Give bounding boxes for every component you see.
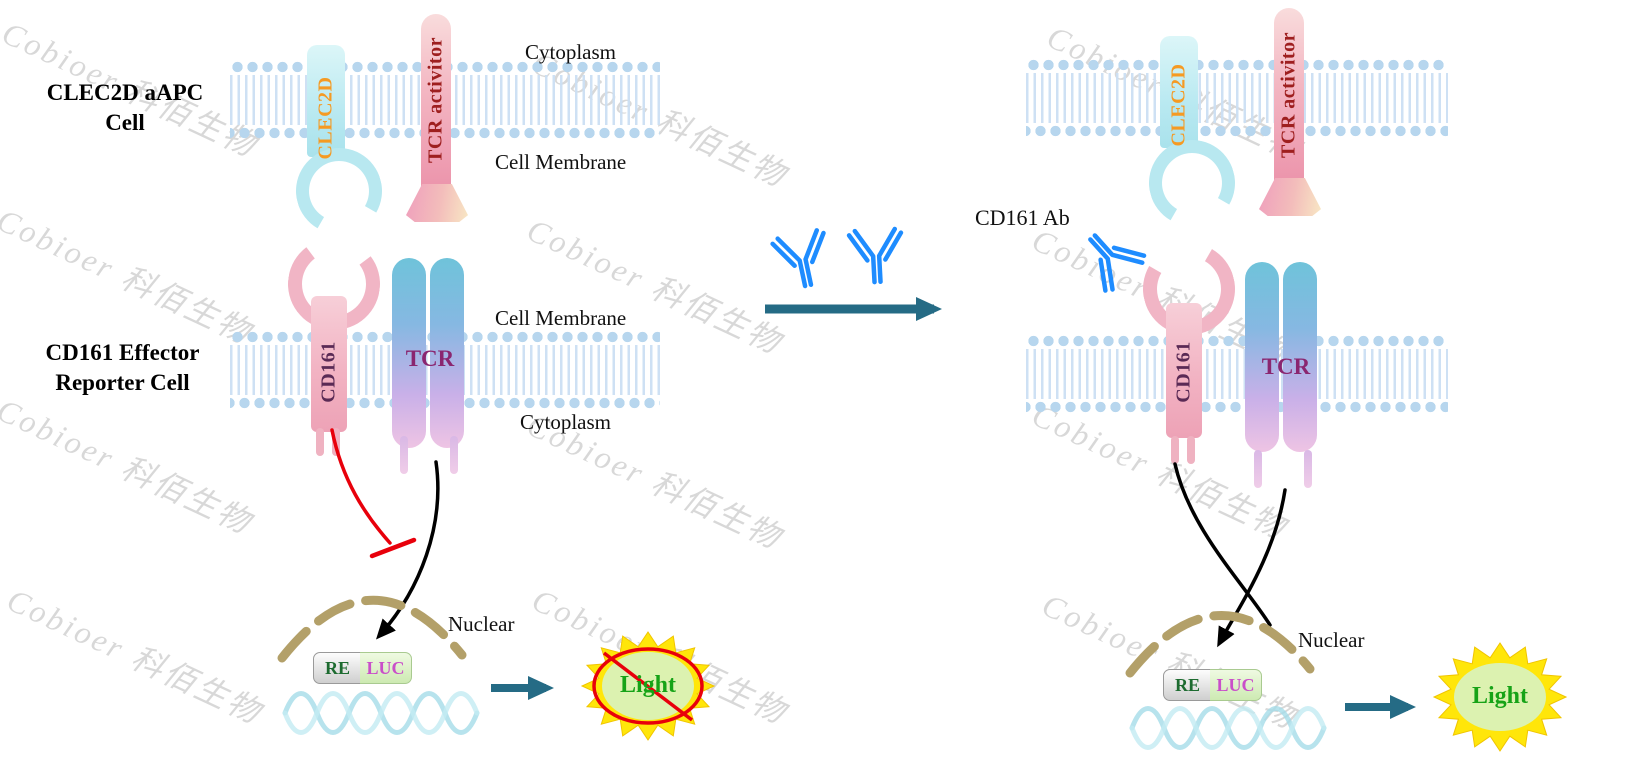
apc-cell-label: CLEC2D aAPC Cell <box>46 80 204 135</box>
watermark: Cobioer 科佰生物 <box>1 581 269 731</box>
clec2d-receptor-left <box>307 45 345 157</box>
tcr-lobe-left <box>430 258 464 448</box>
clec2d-receptor-right <box>1160 36 1198 148</box>
cd161-label-right: CD161 <box>1172 341 1195 403</box>
tcr-foot-right <box>1254 450 1262 488</box>
tcr-lobe-right <box>1283 262 1317 452</box>
nuclear-label-right: Nuclear <box>1298 628 1365 652</box>
cytoplasm-label-top-left: Cytoplasm <box>525 40 617 64</box>
no-light-slash-icon <box>602 651 694 722</box>
cd161-ab-label: CD161 Ab <box>975 205 1070 230</box>
nuclear-envelope-right <box>1125 611 1315 678</box>
induction-arrow-left <box>491 676 554 700</box>
cd161-label-left: CD161 <box>317 341 340 403</box>
tcr-activator-left <box>421 14 451 186</box>
signal-arrows-right <box>1173 462 1287 648</box>
treatment-arrow <box>765 297 942 321</box>
inhibition-arrow-icon <box>330 428 417 559</box>
re-element-left: RE <box>313 652 362 684</box>
tcr-activator-flare-right <box>1259 178 1321 216</box>
tcr-foot-left <box>400 436 408 474</box>
nuclear-envelope-left <box>277 595 467 663</box>
dna-helix-right <box>1129 706 1327 750</box>
re-element-right: RE <box>1163 669 1212 701</box>
dna-helix-left <box>282 691 480 735</box>
clec2d-binding-cup-left <box>286 138 392 244</box>
luc-gene-left: LUC <box>360 652 412 684</box>
light-label-right: Light <box>1471 683 1528 709</box>
clec2d-binding-cup-right <box>1139 130 1245 236</box>
tcr-label-right: TCR <box>1261 354 1311 379</box>
induction-arrow-right <box>1345 695 1416 719</box>
tcr-label-left: TCR <box>405 346 455 371</box>
no-light-prohibition-icon <box>592 647 704 725</box>
tcr-lobe-left <box>392 258 426 448</box>
apc-cell-membrane-right <box>1026 58 1448 138</box>
tcr-signal-arrow-left <box>376 460 440 640</box>
watermark: Cobioer 科佰生物 <box>0 201 259 351</box>
tcr-signal-arrow-right <box>1217 488 1287 648</box>
clec2d-label-right: CLEC2D <box>1167 63 1190 147</box>
antibody-icon <box>846 226 904 285</box>
tcr-foot-right <box>1304 450 1312 488</box>
cd161-receptor-left <box>311 296 347 432</box>
tcr-activator-label-right: TCR activitor <box>1277 32 1300 158</box>
light-label-left: Light <box>619 672 676 698</box>
tcr-lobe-right <box>1245 262 1279 452</box>
tcr-activator-right <box>1274 8 1304 180</box>
light-burst-left <box>580 631 716 741</box>
effector-cell-membrane-right <box>1026 334 1448 414</box>
antibody-icon <box>770 228 826 289</box>
tcr-foot-left <box>450 436 458 474</box>
cell-membrane-label-top-left: Cell Membrane <box>495 150 627 174</box>
tcr-activator-label-left: TCR activitor <box>424 37 447 163</box>
tcr-activator-flare-left <box>406 184 468 222</box>
watermark: Cobioer 科佰生物 <box>0 391 259 541</box>
effector-cell-label: CD161 Effector Reporter Cell <box>45 340 200 395</box>
nuclear-label-left: Nuclear <box>448 612 515 636</box>
luc-gene-right: LUC <box>1210 669 1262 701</box>
cd161-receptor-right <box>1166 303 1202 438</box>
cell-membrane-label-mid-left: Cell Membrane <box>495 306 627 330</box>
cd161-leg-right <box>1171 436 1179 464</box>
cd161-signal-arrow-right <box>1173 462 1272 627</box>
cd161-leg-right <box>1187 436 1195 464</box>
clec2d-label-left: CLEC2D <box>314 76 337 160</box>
blocking-antibody-icon <box>1088 233 1147 293</box>
cd161-leg-left <box>316 428 324 456</box>
cytoplasm-label-mid-left: Cytoplasm <box>520 410 612 434</box>
light-burst-right <box>1432 642 1568 752</box>
